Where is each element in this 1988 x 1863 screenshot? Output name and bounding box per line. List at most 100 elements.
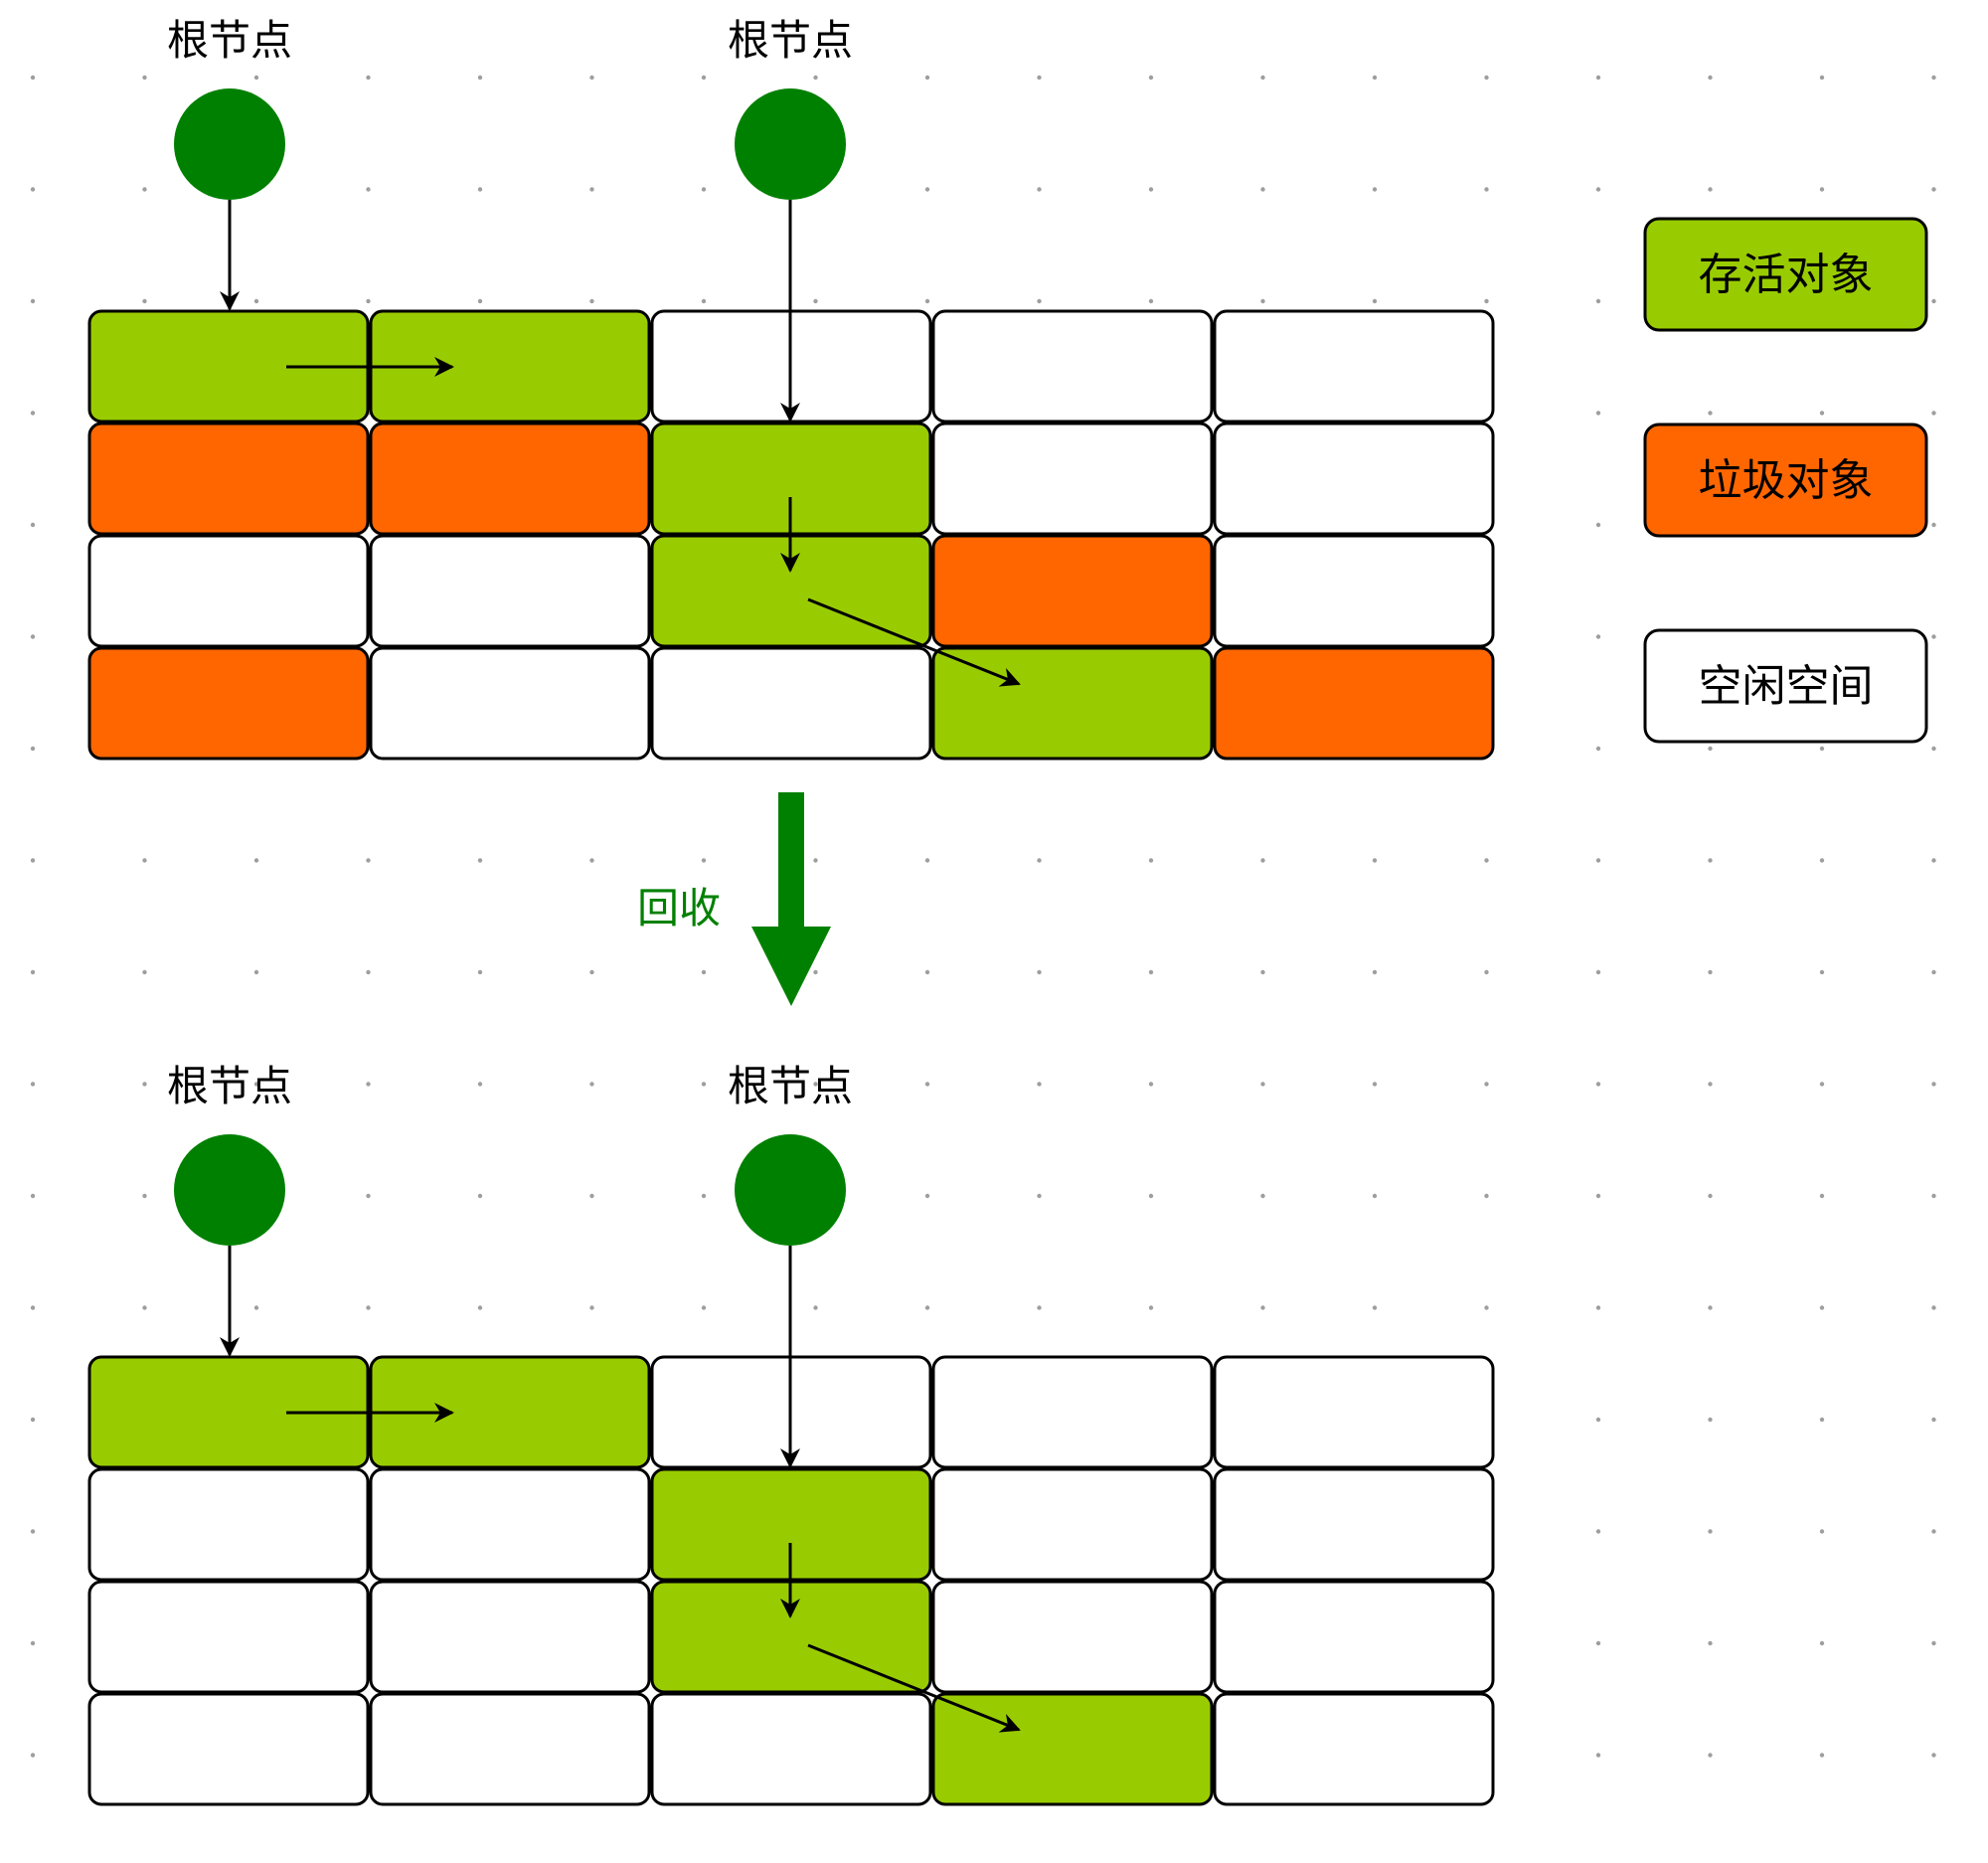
grid-dot bbox=[1931, 75, 1936, 81]
grid-dot bbox=[30, 298, 36, 304]
grid-dot bbox=[1819, 1529, 1825, 1534]
grid-dot bbox=[1595, 187, 1601, 192]
grid-dot bbox=[253, 75, 259, 81]
grid-dot bbox=[1037, 298, 1042, 304]
grid-dot bbox=[589, 187, 594, 192]
top-cell-free bbox=[87, 534, 370, 648]
grid-dot bbox=[589, 858, 594, 863]
grid-dot bbox=[477, 858, 483, 863]
bottom-cell-free bbox=[1213, 1467, 1495, 1582]
grid-dot bbox=[1484, 1193, 1489, 1199]
grid-dot bbox=[477, 298, 483, 304]
grid-dot bbox=[1595, 75, 1601, 81]
bottom-cell-free bbox=[87, 1692, 370, 1806]
bottom-cell-free bbox=[1213, 1355, 1495, 1469]
grid-dot bbox=[1037, 858, 1042, 863]
grid-dot bbox=[701, 75, 707, 81]
bottom-cell-free bbox=[931, 1580, 1214, 1694]
top-cell-free bbox=[1213, 534, 1495, 648]
grid-dot bbox=[30, 1529, 36, 1534]
grid-dot bbox=[1595, 1529, 1601, 1534]
grid-dot bbox=[701, 1193, 707, 1199]
grid-dot bbox=[1595, 1640, 1601, 1646]
root-node-3 bbox=[174, 1134, 285, 1246]
root-node-4 bbox=[735, 1134, 846, 1246]
grid-dot bbox=[30, 746, 36, 752]
bottom-cell-free bbox=[369, 1580, 651, 1694]
bottom-memory-diagram: 根节点 根节点 bbox=[87, 1062, 1495, 1806]
grid-dot bbox=[30, 187, 36, 192]
grid-dot bbox=[366, 1193, 371, 1199]
top-cell-live bbox=[931, 646, 1214, 761]
grid-dot bbox=[701, 858, 707, 863]
grid-dot bbox=[1595, 522, 1601, 528]
grid-dot bbox=[924, 1082, 930, 1087]
grid-dot bbox=[1819, 1305, 1825, 1310]
top-cell-garbage bbox=[931, 534, 1214, 648]
grid-dot bbox=[1708, 1082, 1713, 1087]
grid-dot bbox=[1595, 1417, 1601, 1423]
grid-dot bbox=[1595, 634, 1601, 639]
grid-dot bbox=[142, 1305, 147, 1310]
grid-dot bbox=[253, 858, 259, 863]
grid-dot bbox=[813, 969, 818, 975]
collect-transition: 回收 bbox=[637, 792, 831, 1006]
grid-dot bbox=[1037, 75, 1042, 81]
grid-dot bbox=[30, 411, 36, 416]
grid-dot bbox=[1260, 1193, 1265, 1199]
grid-dot bbox=[142, 858, 147, 863]
grid-dot bbox=[1372, 75, 1378, 81]
top-memory-diagram: 根节点 根节点 bbox=[87, 16, 1495, 761]
grid-dot bbox=[813, 298, 818, 304]
grid-dot bbox=[1931, 1082, 1936, 1087]
legend-swatch-garbage bbox=[1643, 423, 1928, 538]
grid-dot bbox=[1595, 1193, 1601, 1199]
grid-dot bbox=[1595, 1753, 1601, 1758]
grid-dot bbox=[701, 1082, 707, 1087]
grid-dot bbox=[1708, 969, 1713, 975]
grid-dot bbox=[1819, 746, 1825, 752]
grid-dot bbox=[1037, 1082, 1042, 1087]
grid-dot bbox=[366, 969, 371, 975]
grid-dot bbox=[1148, 1193, 1154, 1199]
grid-dot bbox=[924, 187, 930, 192]
grid-dot bbox=[366, 298, 371, 304]
grid-dot bbox=[1931, 1417, 1936, 1423]
grid-dot bbox=[477, 1082, 483, 1087]
grid-dot bbox=[1595, 1082, 1601, 1087]
grid-dot bbox=[589, 1082, 594, 1087]
grid-dot bbox=[813, 75, 818, 81]
grid-dot bbox=[589, 1305, 594, 1310]
collect-arrow-head-icon bbox=[751, 927, 831, 1006]
grid-dot bbox=[142, 298, 147, 304]
grid-dot bbox=[1260, 1082, 1265, 1087]
grid-dot bbox=[1148, 298, 1154, 304]
grid-dot bbox=[1931, 1640, 1936, 1646]
bottom-cell-free bbox=[87, 1580, 370, 1694]
grid-dot bbox=[1819, 1417, 1825, 1423]
grid-dot bbox=[701, 298, 707, 304]
grid-dot bbox=[1708, 75, 1713, 81]
grid-dot bbox=[1484, 298, 1489, 304]
grid-dot bbox=[1037, 1305, 1042, 1310]
top-cell-free bbox=[931, 422, 1214, 536]
grid-dot bbox=[1148, 1305, 1154, 1310]
grid-dot bbox=[1931, 634, 1936, 639]
grid-dot bbox=[30, 75, 36, 81]
grid-dot bbox=[366, 858, 371, 863]
legend-label-garbage: 垃圾对象 bbox=[1699, 455, 1874, 506]
grid-dot bbox=[253, 298, 259, 304]
grid-dot bbox=[924, 858, 930, 863]
bottom-cell-free bbox=[1213, 1580, 1495, 1694]
grid-dot bbox=[1037, 187, 1042, 192]
grid-dot bbox=[1708, 1193, 1713, 1199]
grid-dot bbox=[30, 1640, 36, 1646]
top-cell-free bbox=[369, 646, 651, 761]
grid-dot bbox=[924, 1305, 930, 1310]
grid-dot bbox=[1931, 1305, 1936, 1310]
grid-dot bbox=[1372, 187, 1378, 192]
collect-label: 回收 bbox=[637, 884, 721, 932]
grid-dot bbox=[1819, 1082, 1825, 1087]
